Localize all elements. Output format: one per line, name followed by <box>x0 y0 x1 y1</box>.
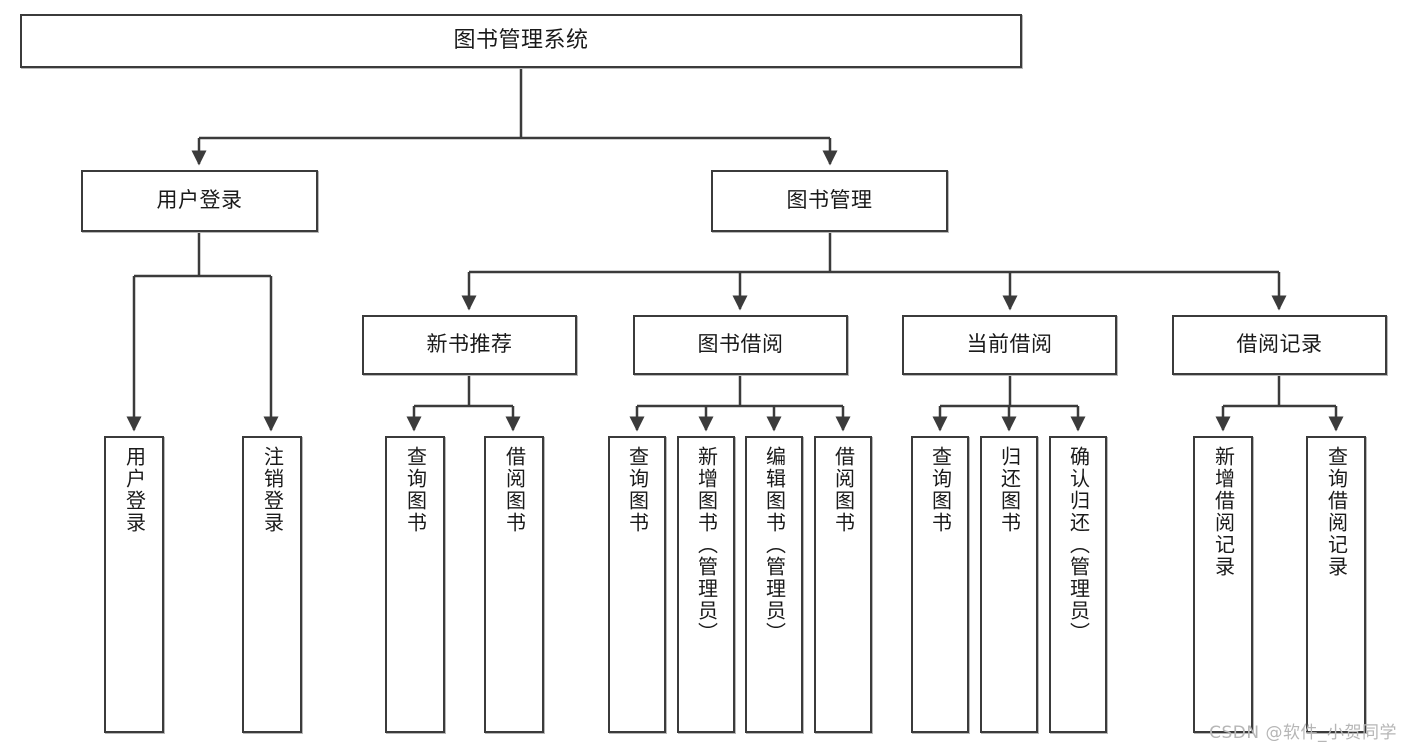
node-new-book-recommend-label: 新书推荐 <box>426 332 513 357</box>
node-leaf-borrow-book-1[interactable]: 借阅图书 <box>484 436 544 733</box>
node-leaf-query-book-2-label: 查询图书 <box>625 446 650 534</box>
node-book-borrow[interactable]: 图书借阅 <box>633 315 848 375</box>
node-leaf-query-book-3[interactable]: 查询图书 <box>911 436 969 733</box>
node-borrow-record[interactable]: 借阅记录 <box>1172 315 1387 375</box>
node-new-book-recommend[interactable]: 新书推荐 <box>362 315 577 375</box>
node-leaf-confirm-return-label: 确认归还（管理员） <box>1066 446 1091 644</box>
node-leaf-return-book[interactable]: 归还图书 <box>980 436 1038 733</box>
node-leaf-add-book-label: 新增图书（管理员） <box>694 446 719 644</box>
node-leaf-edit-book-label: 编辑图书（管理员） <box>762 446 787 644</box>
csdn-watermark: CSDN @软件_小贺同学 <box>1209 723 1397 743</box>
node-leaf-confirm-return[interactable]: 确认归还（管理员） <box>1049 436 1107 733</box>
node-current-borrow[interactable]: 当前借阅 <box>902 315 1117 375</box>
node-leaf-borrow-book-2-label: 借阅图书 <box>831 446 856 534</box>
node-leaf-query-book-1-label: 查询图书 <box>403 446 428 534</box>
node-book-manage-label: 图书管理 <box>786 188 873 213</box>
node-user-login-label: 用户登录 <box>156 188 243 213</box>
node-leaf-query-book-2[interactable]: 查询图书 <box>608 436 666 733</box>
node-user-login[interactable]: 用户登录 <box>81 170 318 232</box>
node-root-label: 图书管理系统 <box>453 27 589 53</box>
node-borrow-record-label: 借阅记录 <box>1236 332 1323 357</box>
node-leaf-borrow-book-1-label: 借阅图书 <box>502 446 527 534</box>
node-book-borrow-label: 图书借阅 <box>697 332 784 357</box>
node-book-manage[interactable]: 图书管理 <box>711 170 948 232</box>
node-leaf-query-book-3-label: 查询图书 <box>928 446 953 534</box>
node-leaf-add-record-label: 新增借阅记录 <box>1211 446 1236 578</box>
node-leaf-query-record-label: 查询借阅记录 <box>1324 446 1349 578</box>
node-root[interactable]: 图书管理系统 <box>20 14 1022 68</box>
node-leaf-logout-login-label: 注销登录 <box>260 446 285 534</box>
node-leaf-add-book[interactable]: 新增图书（管理员） <box>677 436 735 733</box>
node-leaf-query-record[interactable]: 查询借阅记录 <box>1306 436 1366 733</box>
node-leaf-return-book-label: 归还图书 <box>997 446 1022 534</box>
node-leaf-user-login[interactable]: 用户登录 <box>104 436 164 733</box>
node-leaf-user-login-label: 用户登录 <box>122 446 147 534</box>
node-leaf-query-book-1[interactable]: 查询图书 <box>385 436 445 733</box>
node-leaf-add-record[interactable]: 新增借阅记录 <box>1193 436 1253 733</box>
node-current-borrow-label: 当前借阅 <box>966 332 1053 357</box>
node-leaf-edit-book[interactable]: 编辑图书（管理员） <box>745 436 803 733</box>
node-leaf-logout-login[interactable]: 注销登录 <box>242 436 302 733</box>
node-leaf-borrow-book-2[interactable]: 借阅图书 <box>814 436 872 733</box>
